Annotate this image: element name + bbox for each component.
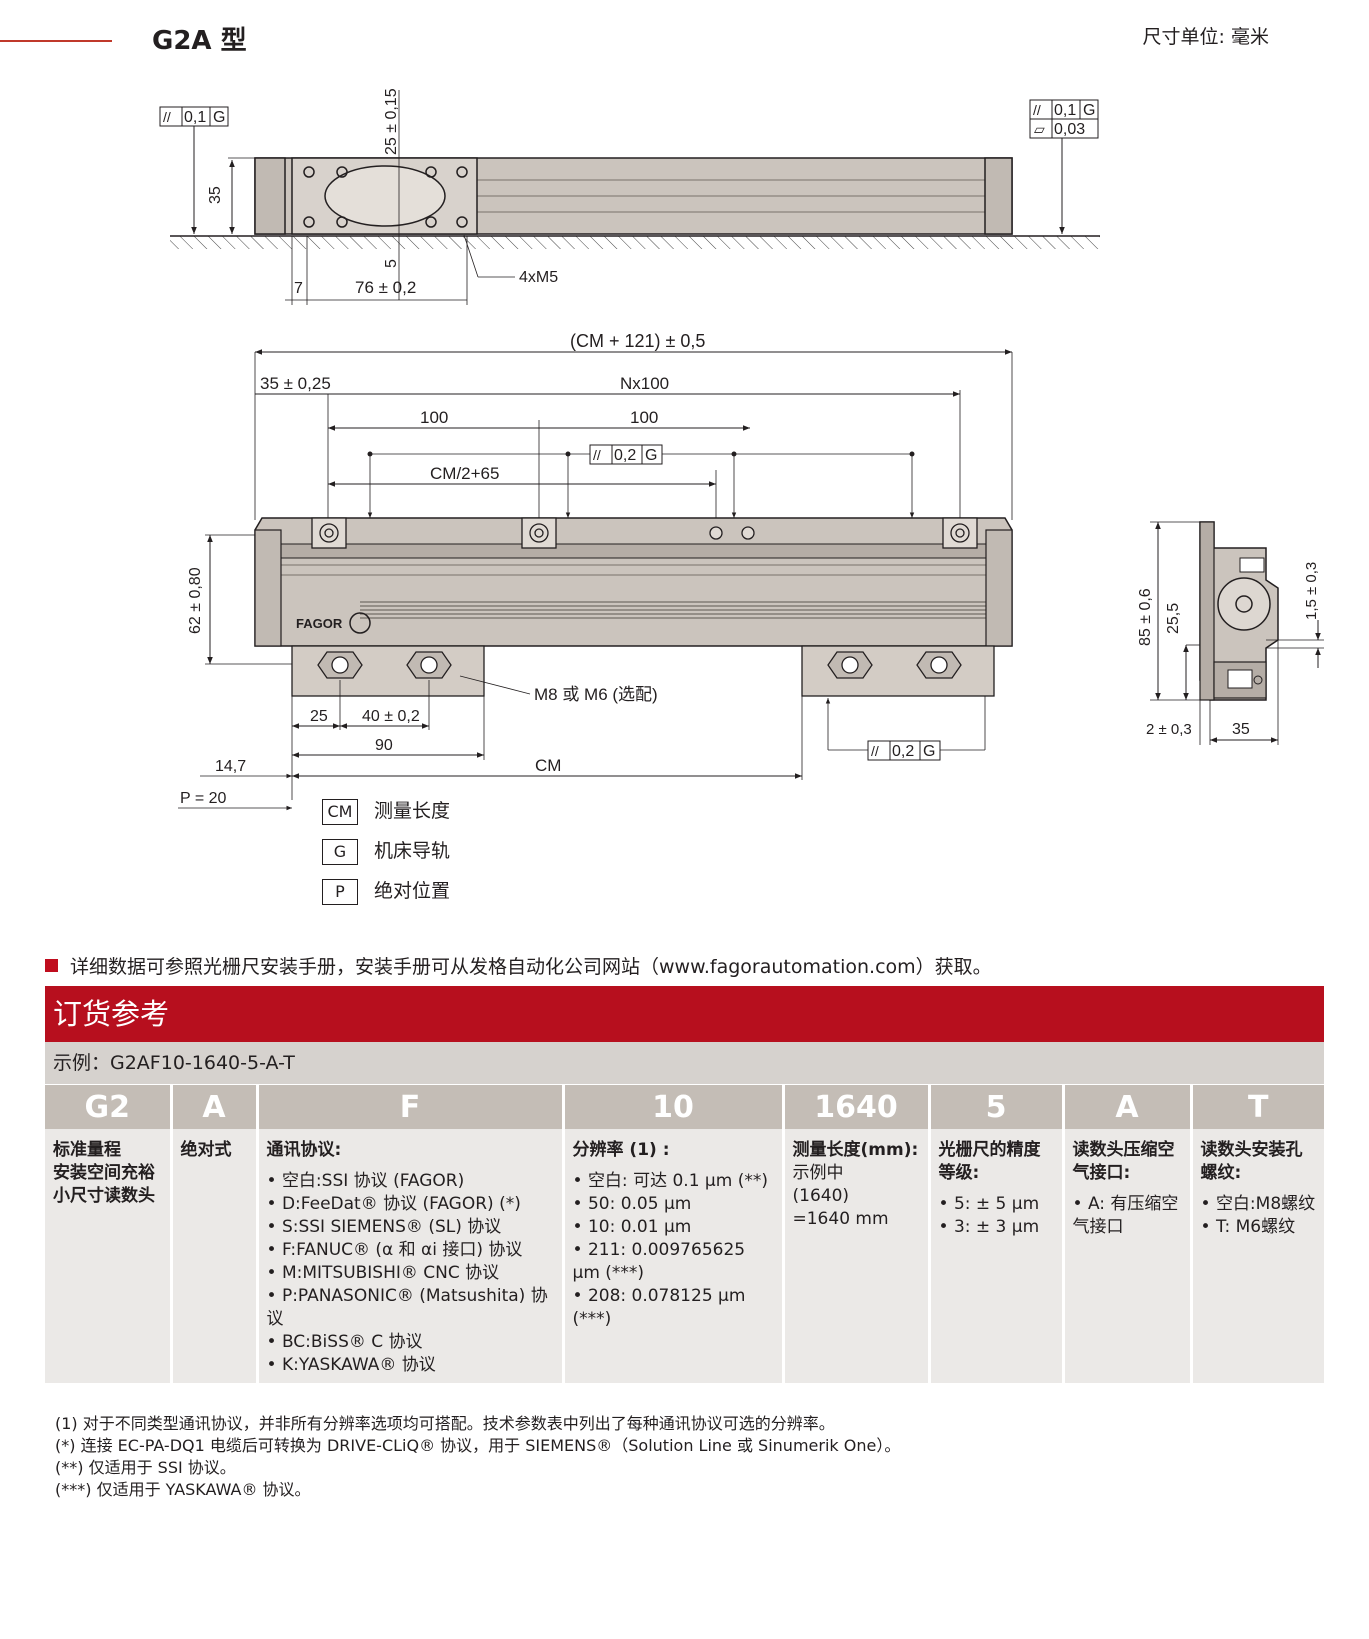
tol-right-value: 0,1: [1054, 102, 1076, 119]
dim-5: 5: [383, 259, 400, 268]
page-title: G2A 型: [152, 26, 247, 56]
install-note: 详细数据可参照光栅尺安装手册，安装手册可从发格自动化公司网站（www.fagor…: [45, 952, 992, 979]
dim-25-5: 25,5: [1165, 603, 1182, 634]
brand-logo: FAGOR: [296, 616, 343, 631]
svg-text://: //: [163, 109, 171, 125]
dim-2: 2 ± 0,3: [1146, 721, 1192, 738]
svg-text://: //: [1033, 102, 1041, 118]
dim-90: 90: [375, 737, 393, 754]
code-10: 10: [561, 1085, 783, 1129]
desc-t: 读数头安装孔螺纹: 空白:M8螺纹T: M6螺纹: [1189, 1129, 1324, 1383]
svg-text://: //: [871, 743, 879, 759]
footnote-1: (1) 对于不同类型通讯协议，并非所有分辨率选项均可搭配。技术参数表中列出了每种…: [55, 1414, 835, 1433]
code-a: A: [169, 1085, 257, 1129]
code-a2: A: [1061, 1085, 1191, 1129]
top-view: // 0,1 G // 0,1 G ▱ 0,03 35 25 ± 0,15 5 …: [159, 88, 1100, 305]
dim-85: 85 ± 0,6: [1137, 588, 1154, 646]
dim-35-side: 35: [1232, 721, 1250, 738]
unit-label: 尺寸单位: 毫米: [1142, 26, 1269, 48]
screw-label: M8 或 M6 (选配): [534, 685, 658, 704]
code-1640: 1640: [781, 1085, 929, 1129]
tol-left-datum: G: [213, 109, 225, 126]
desc-5: 光栅尺的精度等级: 5: ± 5 µm3: ± 3 µm: [927, 1129, 1063, 1383]
order-example: 示例：G2AF10-1640-5-A-T: [45, 1042, 1324, 1084]
dim-cm: CM: [535, 756, 561, 775]
tol-bottom-value: 0,2: [892, 743, 914, 760]
dim-40-bottom: 40 ± 0,2: [362, 708, 420, 725]
thread-label: 4xM5: [519, 269, 558, 286]
tol-left-value: 0,1: [184, 109, 206, 126]
svg-text:▱: ▱: [1034, 121, 1045, 137]
dim-overall: (CM + 121) ± 0,5: [570, 331, 705, 351]
dim-25-bottom: 25: [310, 708, 328, 725]
dim-76: 76 ± 0,2: [355, 278, 416, 297]
code-5: 5: [927, 1085, 1063, 1129]
desc-1640: 测量长度(mm): 示例中 (1640) =1640 mm: [781, 1129, 929, 1383]
dim-25: 25 ± 0,15: [383, 88, 400, 155]
code-t: T: [1189, 1085, 1324, 1129]
tol-mid-value: 0,2: [614, 447, 636, 464]
dim-7: 7: [294, 280, 303, 297]
header-accent-line: [0, 40, 112, 42]
code-f: F: [255, 1085, 563, 1129]
order-code-table: G2 A F 10 1640 5 A T 标准量程 安装空间充裕 小尺寸读数头 …: [45, 1085, 1324, 1383]
order-title: 订货参考: [45, 986, 1324, 1042]
desc-10: 分辨率 (1) : 空白: 可达 0.1 µm (**)50: 0.05 µm …: [561, 1129, 783, 1383]
footnote-2: (*) 连接 EC-PA-DQ1 电缆后可转换为 DRIVE-CLiQ® 协议，…: [55, 1436, 901, 1455]
code-g2: G2: [45, 1085, 171, 1129]
dim-cm-half: CM/2+65: [430, 464, 499, 483]
dim-100-left: 100: [420, 408, 448, 427]
desc-a2: 读数头压缩空气接口: A: 有压缩空气接口: [1061, 1129, 1191, 1383]
svg-text://: //: [593, 447, 601, 463]
bullet-square-icon: [45, 959, 58, 972]
desc-f: 通讯协议: 空白:SSI 协议 (FAGOR)D:FeeDat® 协议 (FAG…: [255, 1129, 563, 1383]
dim-62-height: 62 ± 0,80: [187, 567, 204, 634]
dim-100-right: 100: [630, 408, 658, 427]
dim-14-7: 14,7: [215, 758, 246, 775]
dim-p20: P = 20: [180, 790, 227, 807]
tol-mid-datum: G: [645, 447, 657, 464]
dim-1-5: 1,5 ± 0,3: [1303, 562, 1320, 620]
tol-right-datum: G: [1083, 102, 1095, 119]
dimension-drawing: // 0,1 G // 0,1 G ▱ 0,03 35 25 ± 0,15 5 …: [159, 88, 1324, 811]
dim-35-height: 35: [207, 186, 224, 204]
side-view: 85 ± 0,6 25,5 1,5 ± 0,3 35 2 ± 0,3: [1137, 521, 1324, 745]
footnote-3: (**) 仅适用于 SSI 协议。: [55, 1458, 236, 1477]
footnote-4: (***) 仅适用于 YASKAWA® 协议。: [55, 1480, 311, 1499]
front-view: (CM + 121) ± 0,5 35 ± 0,25 Nx100 100 100…: [178, 331, 1013, 811]
desc-a: 绝对式: [169, 1129, 257, 1383]
dim-35-offset: 35 ± 0,25: [260, 374, 331, 393]
tol-bottom-datum: G: [923, 743, 935, 760]
desc-g2: 标准量程 安装空间充裕 小尺寸读数头: [45, 1129, 171, 1383]
tol-flatness-value: 0,03: [1054, 121, 1085, 138]
dim-pitch: Nx100: [620, 374, 669, 393]
